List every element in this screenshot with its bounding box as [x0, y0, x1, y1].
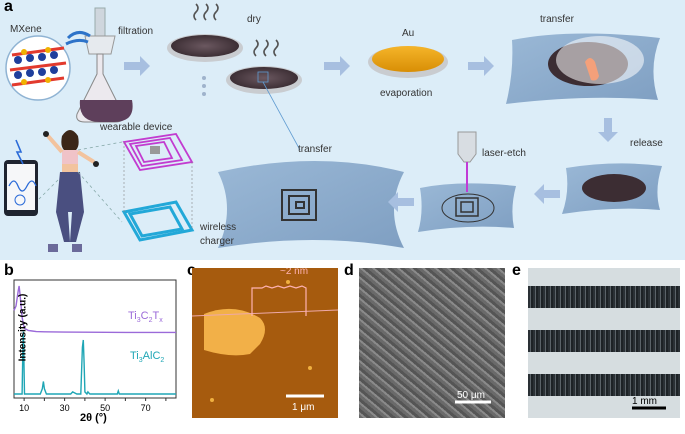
label-wearable-device: wearable device — [100, 122, 173, 133]
legend-ti3c2tx: Ti3C2Tx — [128, 310, 163, 325]
legend-ti3alc2: Ti3AlC2 — [130, 350, 165, 365]
panel-label-a: a — [4, 0, 13, 15]
panel-label-b: b — [4, 262, 14, 279]
x-tick-label: 50 — [100, 403, 110, 413]
label-dry: dry — [247, 14, 261, 25]
arrow-left-1 — [534, 184, 560, 204]
height-profile — [251, 285, 307, 316]
label-wireless: wireless — [200, 222, 237, 233]
height-label: ~2 nm — [280, 268, 309, 277]
label-mxene: MXene — [10, 24, 42, 35]
label-transfer-top: transfer — [540, 14, 574, 25]
x-tick-label: 10 — [19, 403, 29, 413]
stripe-2 — [528, 330, 680, 352]
transfer-sheet-top-icon — [506, 33, 660, 104]
afm-image: ~2 nm 1 μm — [192, 268, 338, 418]
release-sheet-icon — [562, 163, 662, 214]
panel-label-e: e — [512, 262, 521, 279]
arrow-left-2 — [388, 192, 414, 212]
panel-a-illustration — [4, 3, 662, 252]
arrow-right-3 — [468, 56, 494, 76]
y-axis-label: Intensity (a.u.) — [17, 293, 29, 362]
label-filtration: filtration — [118, 26, 154, 37]
filtration-flask-icon — [65, 7, 133, 123]
panel-a: a MXene filtration dry Au evaporation tr… — [0, 0, 685, 260]
panel-label-d: d — [344, 262, 354, 279]
arrow-down — [598, 118, 618, 142]
stripe-1 — [528, 286, 680, 308]
mxene-structure-icon — [5, 35, 71, 101]
label-transfer-mid: transfer — [298, 144, 332, 155]
label-laser-etch: laser-etch — [482, 148, 526, 159]
panel-label-c: c — [187, 262, 196, 280]
dots — [202, 76, 206, 96]
series-ti3alc2 — [14, 331, 176, 396]
wearable-person-icon — [4, 130, 99, 252]
plot-frame — [13, 279, 177, 399]
xrd-plot: 10 30 50 70 — [13, 279, 177, 413]
label-charger: charger — [200, 236, 234, 247]
arrow-right-2 — [324, 56, 350, 76]
label-au: Au — [402, 28, 415, 39]
scale-bar-d: 50 μm — [457, 390, 485, 401]
au-disc-icon — [368, 46, 448, 78]
dry-disc-icon — [167, 3, 243, 62]
scale-bar-e: 1 mm — [632, 396, 657, 407]
x-tick-label: 70 — [141, 403, 151, 413]
x-axis-label: 2θ (°) — [80, 412, 107, 424]
laser-etch-sheet-icon — [418, 131, 516, 232]
series-ti3c2tx — [13, 285, 176, 334]
transfer-sheet-big-icon — [218, 161, 404, 248]
xrd-chart: 10 30 50 70 Intensity (a.u.) 2θ (°) Ti3C2Tx… — [0, 262, 185, 429]
arrow-right-1 — [124, 56, 150, 76]
coil-cyan-icon — [121, 200, 195, 242]
process-arrows — [124, 56, 618, 212]
stripe-3 — [528, 374, 680, 396]
mxene-flake — [204, 308, 265, 356]
scale-bar-c: 1 μm — [292, 402, 315, 413]
label-release: release — [630, 138, 663, 149]
x-tick-label: 30 — [60, 403, 70, 413]
sem-image: 50 μm — [359, 268, 505, 418]
label-evaporation: evaporation — [380, 88, 433, 99]
chip-icon — [150, 146, 160, 154]
optical-image: 1 mm — [528, 268, 680, 418]
